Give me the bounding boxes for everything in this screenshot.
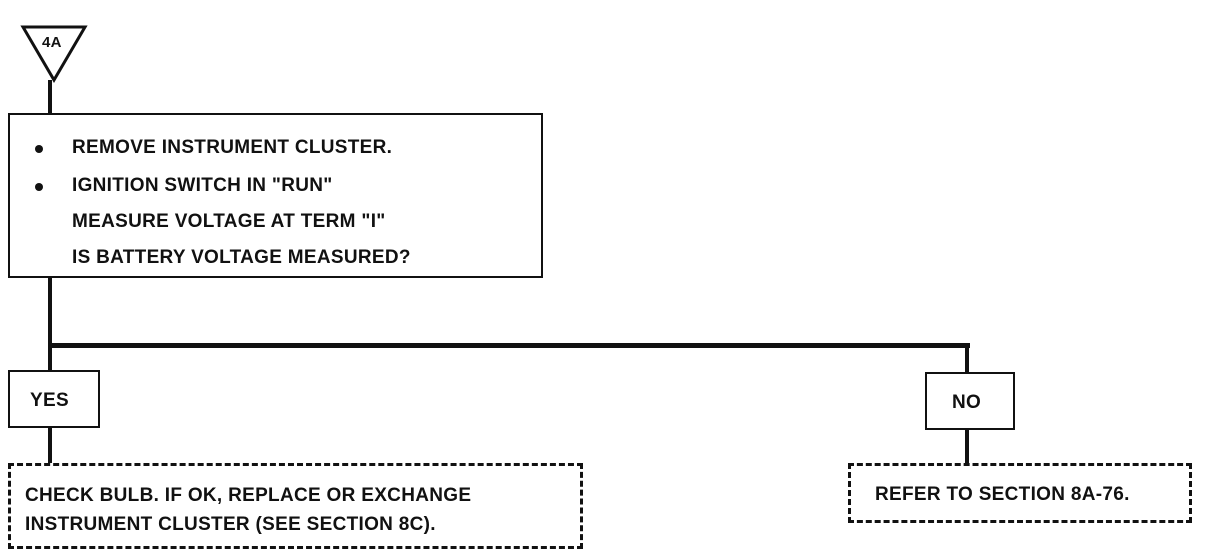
bullet-icon xyxy=(35,145,43,153)
start-marker-label: 4A xyxy=(42,34,62,51)
yes-result-line-1: CHECK BULB. IF OK, REPLACE OR EXCHANGE xyxy=(25,485,472,506)
bullet-icon xyxy=(35,183,43,191)
no-label: NO xyxy=(952,392,982,413)
branch-line xyxy=(48,343,970,348)
yes-result-line-2: INSTRUMENT CLUSTER (SEE SECTION 8C). xyxy=(25,514,436,535)
connector-no-to-result xyxy=(965,430,969,464)
connector-to-no xyxy=(965,343,969,372)
yes-label: YES xyxy=(30,390,69,411)
yes-result-box: CHECK BULB. IF OK, REPLACE OR EXCHANGE I… xyxy=(8,463,583,549)
main-decision-box: REMOVE INSTRUMENT CLUSTER. IGNITION SWIT… xyxy=(8,113,543,278)
connector-yes-to-result xyxy=(48,428,52,464)
yes-box: YES xyxy=(8,370,100,428)
connector-box-to-split xyxy=(48,278,52,370)
connector-start-to-box xyxy=(48,80,52,114)
start-triangle-icon xyxy=(20,25,88,83)
no-result-text: REFER TO SECTION 8A-76. xyxy=(875,484,1130,505)
no-box: NO xyxy=(925,372,1015,430)
start-marker: 4A xyxy=(20,24,88,84)
no-result-box: REFER TO SECTION 8A-76. xyxy=(848,463,1192,523)
